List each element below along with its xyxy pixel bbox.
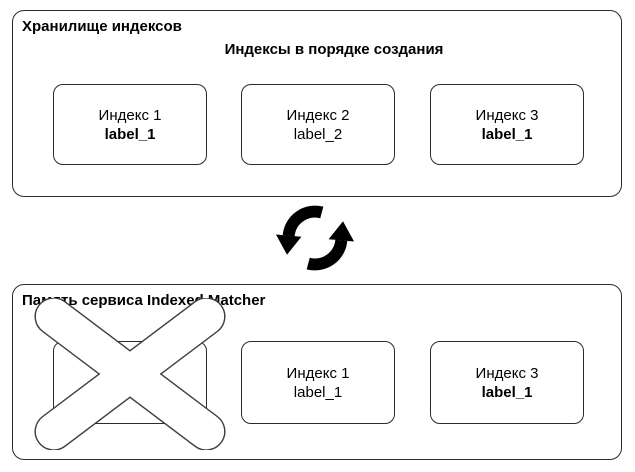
cross-delete-icon: [34, 298, 226, 450]
storage-index-node-1: Индекс 1 label_1: [53, 84, 207, 165]
storage-subtitle: Индексы в порядке создания: [224, 41, 444, 58]
sync-arrow-top-left: [275, 205, 324, 255]
node-label: label_1: [481, 125, 533, 143]
memory-index-node-1: Индекс 1 label_1: [241, 341, 395, 424]
sync-arrows-icon: [275, 205, 355, 271]
node-label: label_2: [293, 125, 343, 143]
node-label: label_1: [104, 125, 156, 143]
node-label: label_1: [293, 383, 343, 401]
node-title: Индекс 3: [475, 106, 539, 124]
node-title: Индекс 3: [475, 364, 539, 382]
node-title: Индекс 1: [98, 106, 162, 124]
node-title: Индекс 1: [286, 364, 350, 382]
memory-index-node-3: Индекс 3 label_1: [430, 341, 584, 424]
storage-index-node-2: Индекс 2 label_2: [241, 84, 395, 165]
node-title: Индекс 2: [286, 106, 350, 124]
node-label: label_1: [481, 383, 533, 401]
storage-index-node-3: Индекс 3 label_1: [430, 84, 584, 165]
storage-panel-title: Хранилище индексов: [22, 18, 182, 35]
sync-arrow-bottom-right: [306, 221, 355, 271]
